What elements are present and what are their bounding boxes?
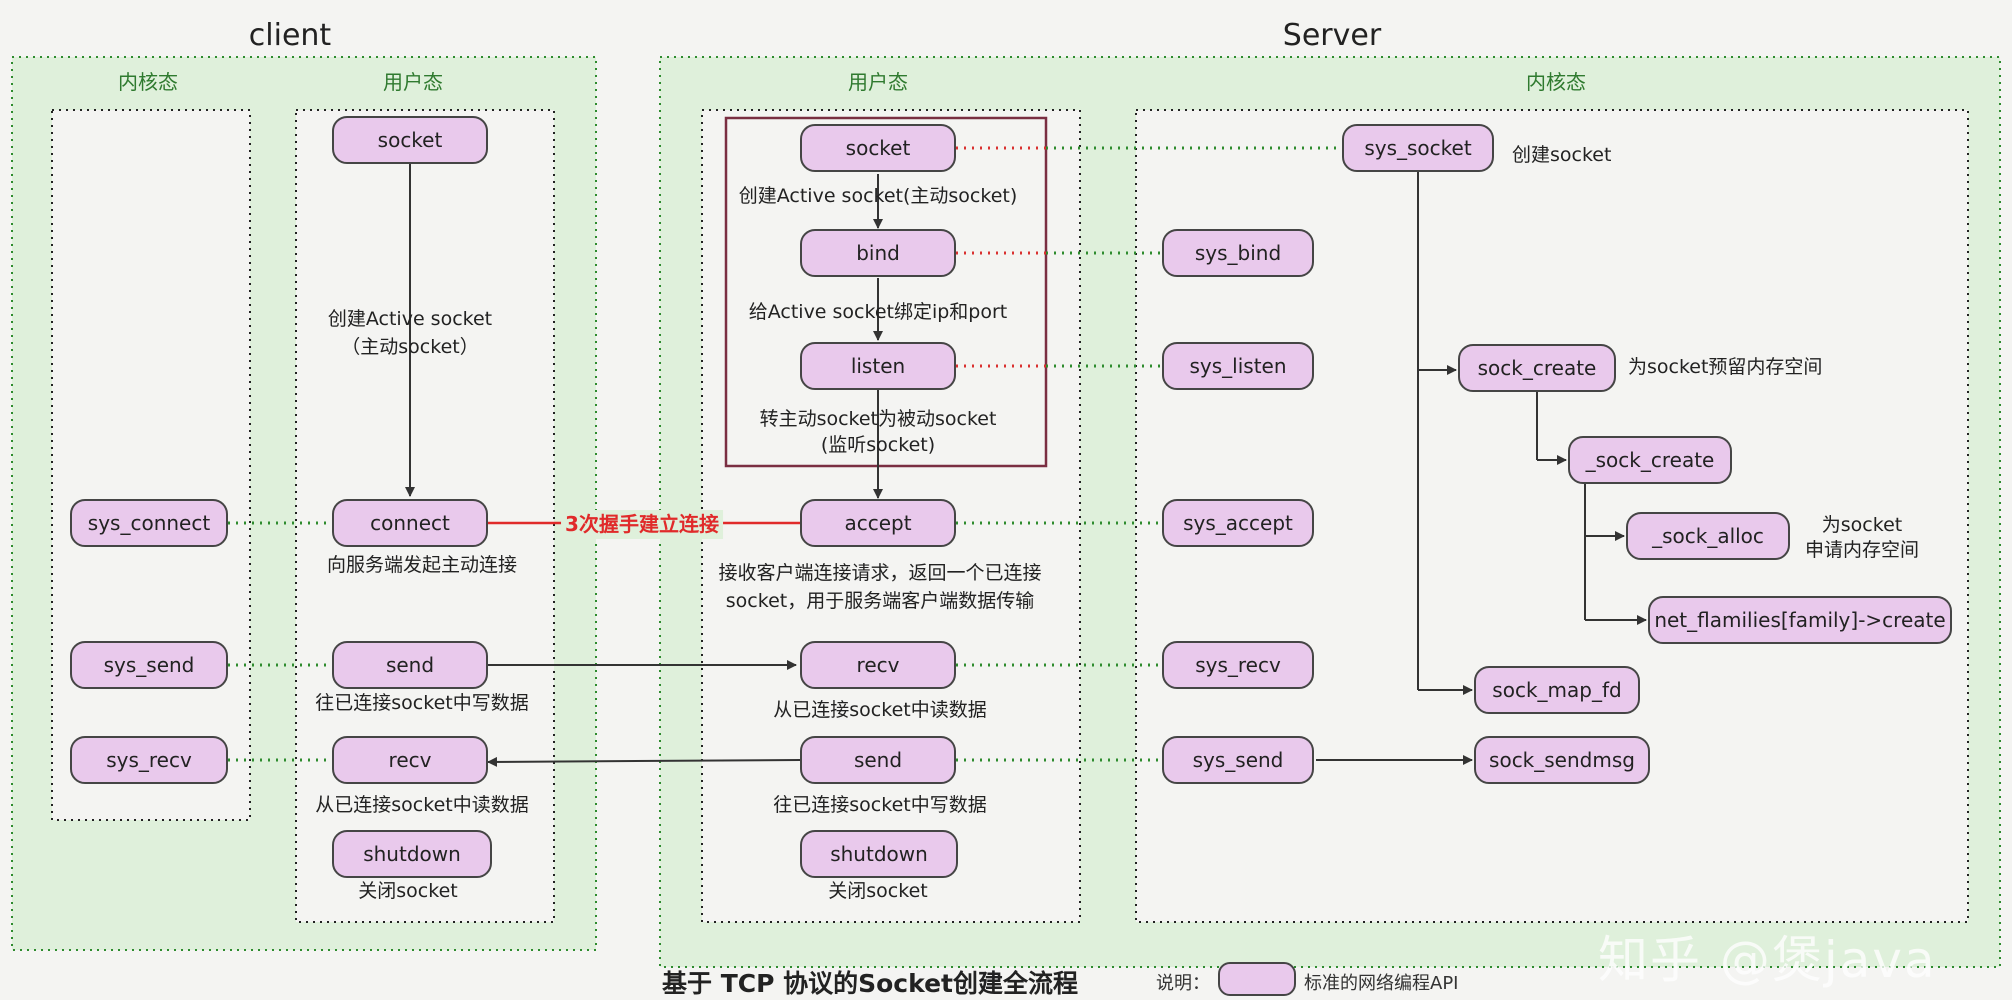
underscore-sock-create-node: _sock_create — [1568, 436, 1732, 484]
server-accept-desc-1: 接收客户端连接请求，返回一个已连接 — [718, 562, 1042, 584]
listen-setup-box — [724, 116, 1048, 468]
client-recv-desc: 从已连接socket中读数据 — [315, 794, 529, 816]
client-user-title: 用户态 — [383, 70, 443, 94]
sock-alloc-desc-1: 为socket — [1821, 514, 1903, 536]
client-connect-node: connect — [332, 499, 488, 547]
watermark: 知乎 @煲java — [1598, 931, 1937, 989]
sys-socket-node: sys_socket — [1342, 124, 1494, 172]
sock-alloc-desc-2: 申请内存空间 — [1804, 539, 1920, 561]
server-listen-desc-2: (监听socket) — [820, 434, 936, 456]
legend-prefix: 说明： — [1156, 973, 1210, 994]
client-kernel-title: 内核态 — [118, 70, 178, 94]
server-user-title: 用户态 — [848, 70, 908, 94]
sock-create-desc: 为socket预留内存空间 — [1628, 356, 1823, 378]
server-socket-node: socket — [800, 124, 956, 172]
sock-alloc-node: _sock_alloc — [1626, 512, 1790, 560]
net-families-create-node: net_flamilies[family]->create — [1648, 596, 1952, 644]
sys-listen-node: sys_listen — [1162, 342, 1314, 390]
server-bind-node: bind — [800, 229, 956, 277]
sys-bind-node: sys_bind — [1162, 229, 1314, 277]
server-accept-node: accept — [800, 499, 956, 547]
legend-swatch — [1218, 962, 1296, 996]
server-bind-desc: 给Active socket绑定ip和port — [748, 301, 1008, 323]
client-shutdown-desc: 关闭socket — [358, 880, 458, 902]
server-recv-desc: 从已连接socket中读数据 — [773, 699, 987, 721]
client-kernel-box — [51, 109, 251, 821]
server-recv-node: recv — [800, 641, 956, 689]
diagram-caption: 基于 TCP 协议的Socket创建全流程 — [662, 969, 1078, 998]
client-recv-node: recv — [332, 736, 488, 784]
server-accept-desc-2: socket，用于服务端客户端数据传输 — [725, 590, 1035, 612]
sock-map-fd-node: sock_map_fd — [1474, 666, 1640, 714]
sys-socket-desc: 创建socket — [1512, 144, 1612, 166]
client-socket-desc-2: （主动socket） — [341, 336, 479, 358]
client-send-desc: 往已连接socket中写数据 — [315, 692, 529, 714]
sys-send-node: sys_send — [1162, 736, 1314, 784]
client-connect-desc: 向服务端发起主动连接 — [326, 554, 518, 576]
server-header: Server — [1282, 18, 1382, 53]
server-shutdown-desc: 关闭socket — [828, 880, 928, 902]
client-shutdown-node: shutdown — [332, 830, 492, 878]
sock-sendmsg-node: sock_sendmsg — [1474, 736, 1650, 784]
server-listen-desc-1: 转主动socket为被动socket — [759, 408, 997, 430]
sys-accept-node: sys_accept — [1162, 499, 1314, 547]
client-sys-connect-node: sys_connect — [70, 499, 228, 547]
legend-text: 标准的网络编程API — [1304, 973, 1459, 994]
client-socket-desc-1: 创建Active socket — [327, 308, 493, 330]
server-kernel-title: 内核态 — [1526, 70, 1586, 94]
client-sys-recv-node: sys_recv — [70, 736, 228, 784]
server-listen-node: listen — [800, 342, 956, 390]
client-send-node: send — [332, 641, 488, 689]
handshake-label: 3次握手建立连接 — [561, 510, 723, 539]
sock-create-node: sock_create — [1458, 344, 1616, 392]
server-shutdown-node: shutdown — [800, 830, 958, 878]
client-socket-node: socket — [332, 116, 488, 164]
server-send-node: send — [800, 736, 956, 784]
server-socket-desc: 创建Active socket(主动socket) — [738, 185, 1018, 207]
server-send-desc: 往已连接socket中写数据 — [773, 794, 987, 816]
sys-recv-node: sys_recv — [1162, 641, 1314, 689]
client-sys-send-node: sys_send — [70, 641, 228, 689]
client-header: client — [248, 18, 332, 53]
